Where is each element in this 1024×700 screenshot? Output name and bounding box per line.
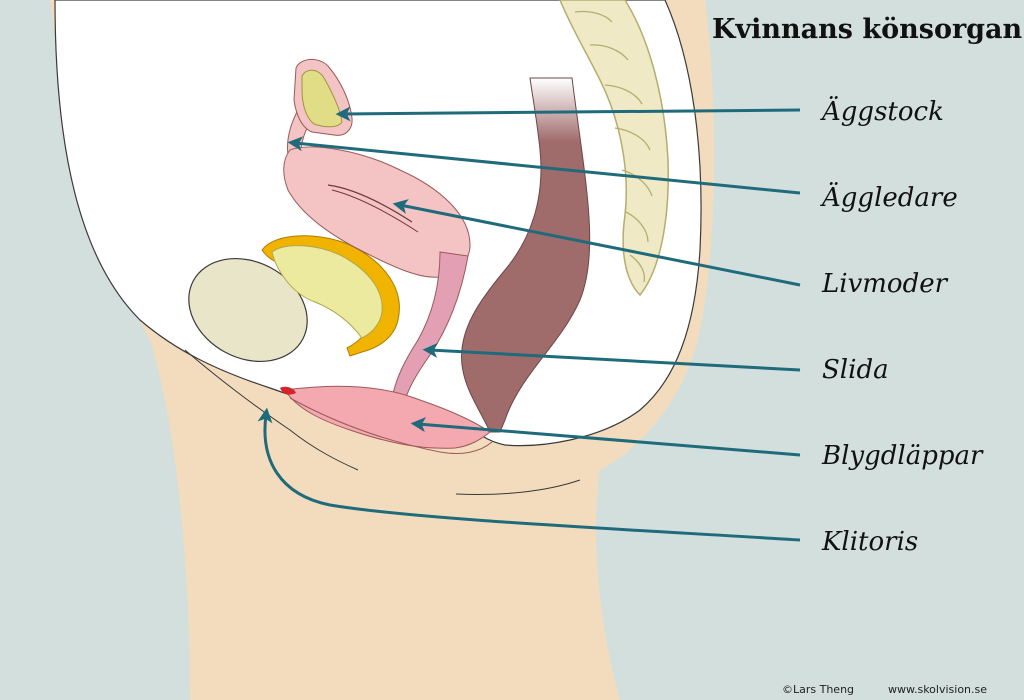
credit-site: www.skolvision.se — [888, 683, 987, 696]
vertebrae — [574, 10, 653, 283]
label-aggledare: Äggledare — [820, 182, 958, 213]
credit-author: ©Lars Theng — [782, 683, 854, 696]
arrow-blygdlappar — [410, 417, 801, 457]
pointer-arrows — [257, 106, 801, 542]
rectum — [461, 77, 591, 433]
diagram-title: Kvinnans könsorgan — [712, 14, 1023, 45]
labia — [284, 385, 491, 449]
label-aggstock: Äggstock — [820, 96, 944, 127]
spine — [559, 0, 670, 297]
bladder-inner — [271, 245, 383, 339]
label-slida: Slida — [822, 355, 889, 385]
arrow-livmoder — [392, 199, 801, 287]
label-klitoris: Klitoris — [821, 527, 918, 557]
arrow-slida — [422, 342, 801, 372]
arrow-aggledare — [287, 136, 801, 195]
uterine-cavity — [327, 184, 413, 223]
labia-outer — [289, 397, 493, 455]
arrow-aggstock — [335, 106, 801, 122]
pubic-bone — [188, 257, 308, 363]
label-livmoder: Livmoder — [821, 269, 949, 299]
arrow-klitoris — [257, 407, 801, 542]
label-blygdlappar: Blygdläppar — [821, 441, 984, 471]
uterine-cavity-2 — [331, 189, 419, 233]
ovary-inner — [301, 69, 343, 128]
skin-folds — [184, 349, 581, 495]
clitoris — [280, 386, 296, 395]
